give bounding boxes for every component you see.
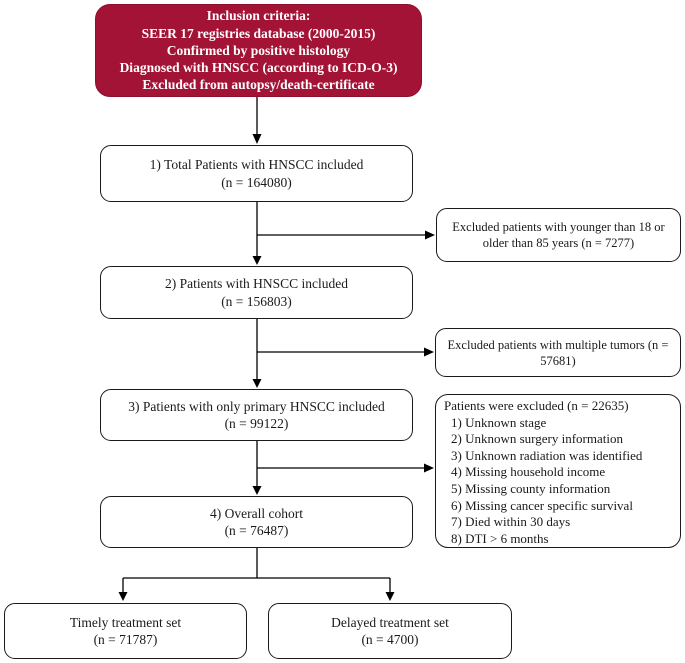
arrow-box4-split: [118, 548, 395, 601]
box-title: Timely treatment set: [69, 614, 182, 630]
exclusion-text: Excluded patients with multiple tumors (…: [447, 337, 669, 352]
exclusion-item: 3) Unknown radiation was identified: [451, 447, 643, 463]
arrow-box2-to-box3: [252, 319, 434, 388]
exclusion-text: Excluded patients with younger than 18 o…: [452, 220, 665, 234]
box-title: Delayed treatment set: [331, 614, 449, 630]
box-delayed-treatment-set: Delayed treatment set (n = 4700): [268, 603, 512, 659]
exclusion-item: 8) DTI > 6 months: [451, 530, 549, 546]
exclusion-box-multiple-tumors: Excluded patients with multiple tumors (…: [435, 328, 681, 377]
box-overall-cohort: 4) Overall cohort (n = 76487): [100, 496, 413, 548]
exclusion-box-age: Excluded patients with younger than 18 o…: [436, 208, 681, 262]
exclusion-item: 1) Unknown stage: [451, 414, 547, 430]
exclusion-header: Patients were excluded (n = 22635): [444, 398, 629, 413]
exclusion-item: 4) Missing household income: [451, 464, 606, 480]
box-patients-age-filtered: 2) Patients with HNSCC included (n = 156…: [100, 266, 413, 319]
exclusion-item: 2) Unknown surgery information: [451, 431, 623, 447]
box-n-value: (n = 164080): [221, 174, 292, 190]
box-title: 2) Patients with HNSCC included: [165, 276, 348, 291]
box-title: 3) Patients with only primary HNSCC incl…: [128, 398, 385, 414]
exclusion-text: 57681): [540, 353, 576, 368]
box-title: 4) Overall cohort: [210, 505, 303, 521]
inclusion-criteria-box: Inclusion criteria: SEER 17 registries d…: [95, 4, 422, 97]
inclusion-line: Excluded from autopsy/death-certificate: [142, 77, 375, 93]
box-primary-hnscc: 3) Patients with only primary HNSCC incl…: [100, 389, 413, 441]
box-n-value: (n = 76487): [224, 523, 289, 538]
exclusion-item: 7) Died within 30 days: [451, 514, 571, 530]
inclusion-line: Inclusion criteria:: [206, 8, 311, 24]
box-timely-treatment-set: Timely treatment set (n = 71787): [4, 603, 247, 659]
box-n-value: (n = 156803): [221, 293, 292, 309]
inclusion-line: SEER 17 registries database (2000-2015): [141, 25, 376, 41]
arrow-box1-to-box2: [252, 202, 435, 265]
box-title: 1) Total Patients with HNSCC included: [149, 157, 364, 172]
inclusion-line: Confirmed by positive histology: [166, 42, 351, 58]
exclusion-text: older than 85 years (n = 7277): [482, 236, 635, 250]
exclusion-item: 5) Missing county information: [451, 480, 611, 496]
exclusion-item: 6) Missing cancer specific survival: [451, 497, 633, 513]
arrow-box3-to-box4: [252, 441, 434, 495]
box-n-value: (n = 71787): [93, 632, 158, 647]
inclusion-line: Diagnosed with HNSCC (according to ICD-O…: [119, 60, 398, 76]
box-total-patients: 1) Total Patients with HNSCC included (n…: [100, 145, 413, 202]
box-n-value: (n = 4700): [361, 632, 419, 647]
exclusion-box-missing-data: Patients were excluded (n = 22635) 1) Un…: [435, 394, 681, 548]
arrow-inclusion-to-box1: [252, 97, 262, 144]
box-n-value: (n = 99122): [224, 416, 289, 431]
